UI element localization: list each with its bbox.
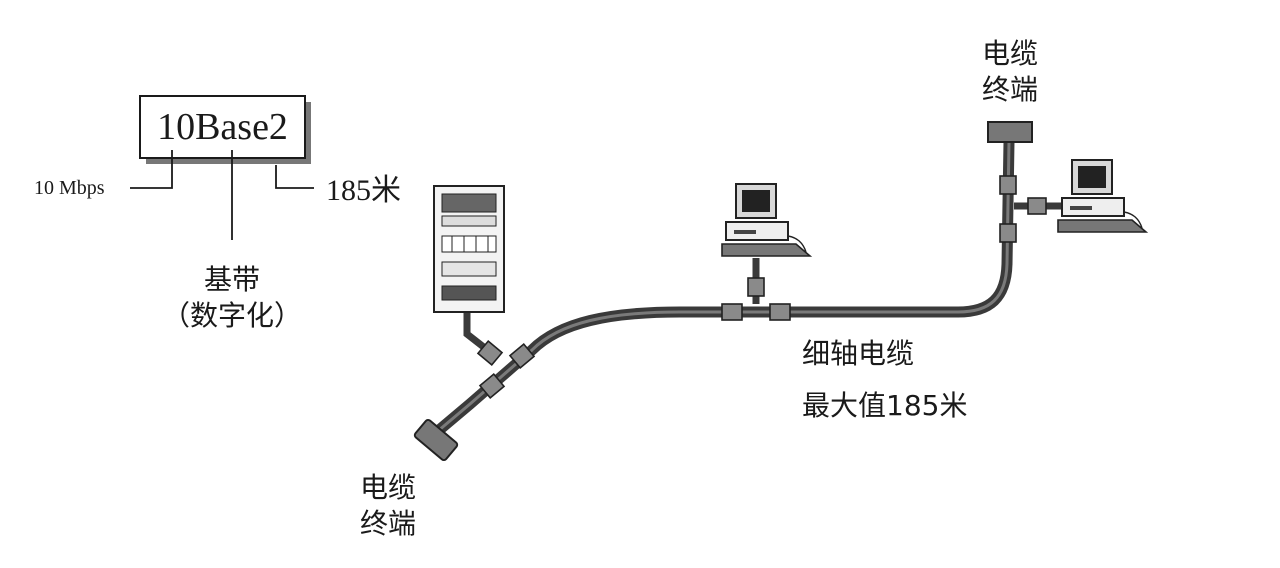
terminator-right-line1: 电缆 <box>981 37 1038 70</box>
terminator-right-line2: 终端 <box>981 73 1038 106</box>
connector-pc1-left <box>721 303 743 321</box>
computer-1 <box>721 183 813 257</box>
signaling-group: 基带 （数字化） <box>150 262 314 334</box>
server-drive-slot <box>441 235 497 253</box>
terminator-left-line1: 电缆 <box>359 471 416 504</box>
pc1-cord <box>787 235 807 253</box>
thin-coax-cable-highlight <box>431 141 1011 438</box>
terminator-right-body <box>987 121 1033 143</box>
standard-name: 10Base2 <box>157 106 288 148</box>
connector-pc2-lower <box>999 223 1017 243</box>
computer-2 <box>1057 159 1149 233</box>
server-base-panel <box>441 285 497 301</box>
connector-pc2-upper <box>999 175 1017 195</box>
pc2-screen <box>1078 166 1106 188</box>
signaling-note: （数字化） <box>161 299 302 332</box>
leader-length <box>275 165 314 189</box>
terminator-right-label: 电缆 终端 <box>962 36 1058 108</box>
standard-box <box>139 95 311 164</box>
terminator-left <box>413 418 459 462</box>
connector-pc1-right <box>769 303 791 321</box>
standard-box-frame <box>139 95 306 159</box>
cable-type-label: 细轴电缆 <box>802 337 915 370</box>
pc1-keyboard <box>721 243 813 257</box>
server-drive-bay <box>441 215 497 227</box>
pc1-drive <box>734 230 756 234</box>
connector-tee-lower <box>478 372 506 400</box>
cable-max-length-label: 最大值185米 <box>802 389 968 422</box>
connector-server-drop <box>476 339 504 367</box>
pc2-base <box>1061 197 1125 217</box>
terminator-left-label: 电缆 终端 <box>340 470 436 542</box>
connector-pc2-drop <box>1027 197 1047 215</box>
server-tower <box>433 185 505 313</box>
pc1-screen <box>742 190 770 212</box>
segment-length-label: 185米 <box>326 174 401 207</box>
terminator-left-line2: 终端 <box>359 507 416 540</box>
pc2-keyboard <box>1057 219 1149 233</box>
pc2-drive <box>1070 206 1092 210</box>
connector-pc1-drop <box>747 277 765 297</box>
server-top-panel <box>441 193 497 213</box>
speed-label: 10 Mbps <box>34 177 105 199</box>
bnc-connectors <box>476 175 1047 400</box>
signaling-label: 基带 <box>203 263 260 296</box>
leader-lines <box>130 150 314 240</box>
server-vents <box>451 236 489 252</box>
terminator-right <box>987 121 1033 143</box>
pc2-cord <box>1123 211 1143 229</box>
drop-cable-server <box>463 312 493 355</box>
leader-speed <box>130 150 173 189</box>
terminator-left-body <box>413 418 459 462</box>
connector-tee-upper <box>508 342 536 370</box>
pc1-base <box>725 221 789 241</box>
server-panel-mid <box>441 261 497 277</box>
